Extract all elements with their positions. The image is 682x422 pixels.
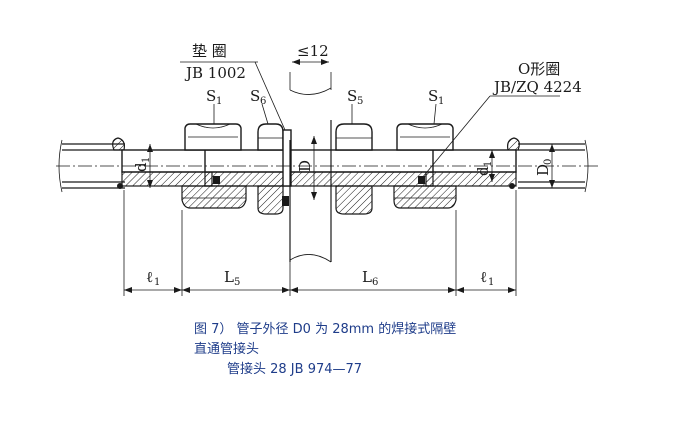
s1-right-label: S xyxy=(428,87,438,105)
L5-sub: 5 xyxy=(234,277,240,288)
s1-left-sub: 1 xyxy=(216,96,222,107)
weld-nipple-left xyxy=(121,149,213,187)
gasket-wall xyxy=(282,72,332,263)
oring-right xyxy=(418,176,425,184)
gasket-std-label: JB 1002 xyxy=(184,64,246,82)
d1-right-sub: 1 xyxy=(483,161,494,167)
gasket-label: 垫 圈 xyxy=(192,42,227,60)
oring-left xyxy=(213,176,220,184)
dimensions xyxy=(123,59,560,296)
s6-sub: 6 xyxy=(260,96,266,107)
nut-s1-right xyxy=(393,123,457,209)
s5-label: S xyxy=(347,87,357,105)
nut-s5 xyxy=(335,123,373,215)
s1-left-label: S xyxy=(206,87,216,105)
d1-right-label: d xyxy=(474,166,492,176)
wall-max-label: ≤12 xyxy=(297,42,329,60)
D0-sub: 0 xyxy=(543,159,554,165)
l1-right-label: ℓ xyxy=(480,268,487,286)
l1-left-label: ℓ xyxy=(146,268,153,286)
s5-sub: 5 xyxy=(357,96,363,107)
caption-line-3: 管接头 28 JB 974—77 xyxy=(227,362,363,377)
l1-left-sub: 1 xyxy=(154,277,160,288)
caption-line-2: 直通管接头 xyxy=(194,342,260,357)
oring-std-label: JB/ZQ 4224 xyxy=(492,78,582,96)
fitting-body xyxy=(204,149,434,187)
L5-label: L xyxy=(224,268,234,286)
oring-label: O形圈 xyxy=(518,60,560,78)
caption-line-1: 图 7） 管子外径 D0 为 28mm 的焊接式隔壁 xyxy=(194,322,457,337)
d1-left-sub: 1 xyxy=(141,157,152,163)
L6-label: L xyxy=(362,268,372,286)
weld-nipple-right xyxy=(425,149,517,187)
L6-sub: 6 xyxy=(372,277,378,288)
l1-right-sub: 1 xyxy=(488,277,494,288)
D0-label: D xyxy=(534,164,552,176)
leaders xyxy=(180,61,560,179)
s6-label: S xyxy=(250,87,260,105)
s1-right-sub: 1 xyxy=(438,96,444,107)
D-label: D xyxy=(296,160,314,172)
d1-left-label: d xyxy=(132,162,150,172)
fitting-drawing: 垫 圈 JB 1002 ≤12 S 1 S 6 S 5 S 1 O形圈 JB/Z… xyxy=(56,42,600,296)
nut-s1-left xyxy=(181,123,247,209)
nut-s6 xyxy=(257,123,284,215)
